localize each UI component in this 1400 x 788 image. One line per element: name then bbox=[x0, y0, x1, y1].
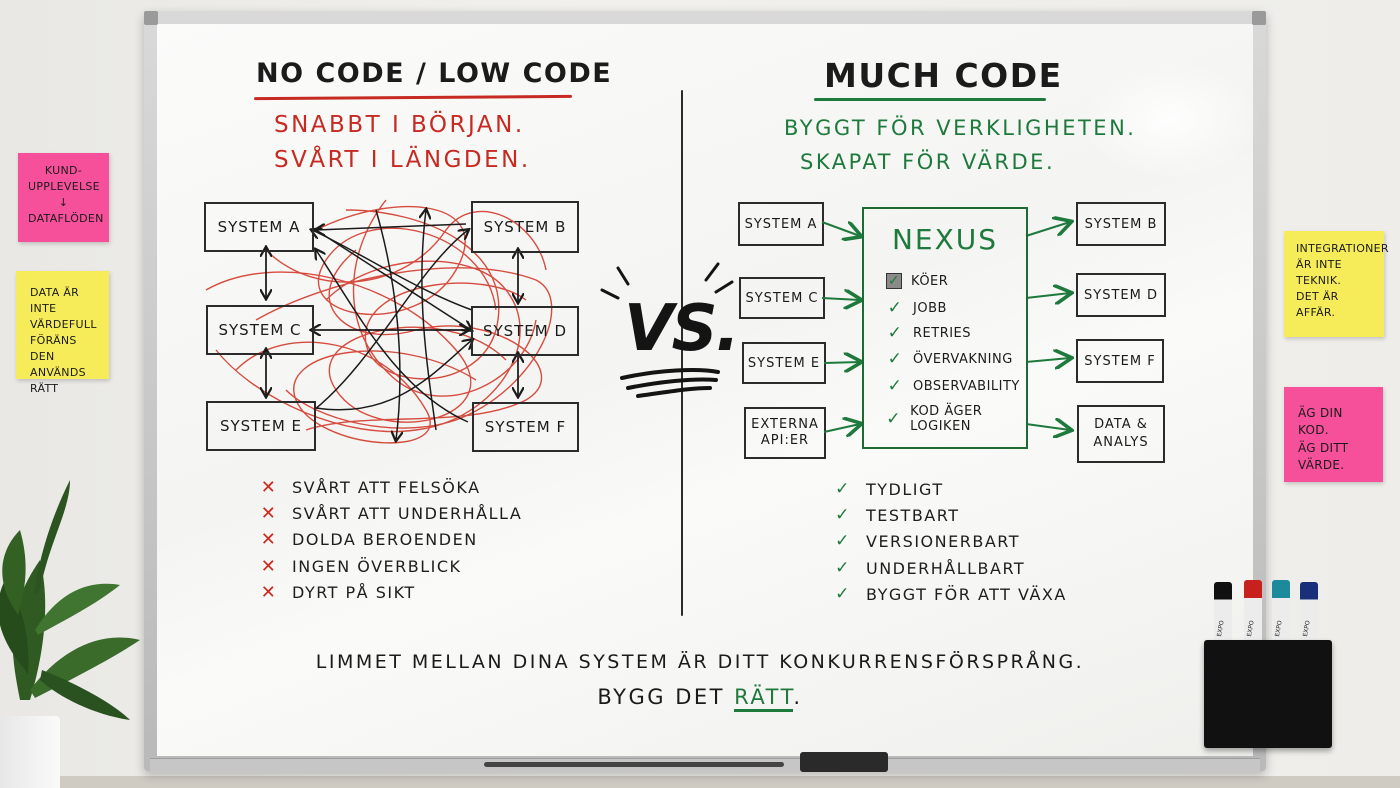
right-input-system-e: SYSTEM E bbox=[742, 342, 826, 384]
nexus-item: ✓KÖER bbox=[886, 273, 949, 289]
nexus-arrows bbox=[821, 200, 1080, 460]
footer-highlight: RÄTT bbox=[734, 685, 794, 712]
right-input-external-apis: EXTERNA API:ER bbox=[744, 407, 826, 459]
left-system-e: SYSTEM E bbox=[206, 401, 316, 451]
footer-line-1: LIMMET MELLAN DINA SYSTEM ÄR DITT KONKUR… bbox=[315, 651, 1085, 673]
right-input-system-a: SYSTEM A bbox=[738, 202, 824, 246]
footer-line-2: BYGG DET RÄTT. bbox=[0, 685, 1400, 712]
check-icon: ✓ bbox=[835, 558, 851, 578]
x-mark-icon: ✕ bbox=[260, 556, 278, 577]
marker-holder bbox=[1204, 640, 1332, 748]
x-mark-icon: ✕ bbox=[260, 477, 278, 498]
left-subtitle-1: SNABBT I BÖRJAN. bbox=[274, 112, 525, 138]
right-output-system-d: SYSTEM D bbox=[1076, 273, 1166, 317]
plant-pot bbox=[0, 716, 60, 788]
right-output-system-f: SYSTEM F bbox=[1076, 339, 1164, 383]
right-subtitle-1: BYGGT FÖR VERKLIGHETEN. bbox=[784, 116, 1137, 140]
right-output-system-b: SYSTEM B bbox=[1076, 202, 1166, 246]
right-output-data-analys: DATA & ANALYS bbox=[1077, 405, 1165, 463]
check-icon: ✓ bbox=[887, 298, 903, 318]
nexus-title: NEXUS bbox=[891, 223, 999, 256]
nexus-item: ✓ÖVERVAKNING bbox=[887, 349, 1013, 369]
vs-text: VS. bbox=[624, 292, 740, 366]
right-title: MUCH CODE bbox=[824, 56, 1063, 95]
frame-corner bbox=[144, 11, 158, 25]
check-icon: ✓ bbox=[887, 376, 903, 396]
left-system-a: SYSTEM A bbox=[204, 202, 314, 252]
frame-corner bbox=[1252, 11, 1266, 25]
nexus-box: NEXUS ✓KÖER ✓JOBB ✓RETRIES ✓ÖVERVAKNING … bbox=[862, 207, 1028, 449]
con-item: ✕DOLDA BEROENDEN bbox=[260, 529, 478, 550]
tray-marker bbox=[484, 762, 784, 767]
floor-edge bbox=[0, 776, 1400, 788]
check-icon: ✓ bbox=[835, 505, 851, 525]
check-icon: ✓ bbox=[835, 479, 851, 499]
check-icon: ✓ bbox=[835, 531, 851, 551]
left-system-b: SYSTEM B bbox=[471, 201, 579, 253]
center-divider bbox=[681, 90, 683, 616]
left-system-c: SYSTEM C bbox=[206, 305, 314, 355]
eraser bbox=[800, 752, 888, 772]
con-item: ✕INGEN ÖVERBLICK bbox=[260, 556, 462, 577]
check-icon: ✓ bbox=[886, 409, 901, 429]
x-mark-icon: ✕ bbox=[260, 582, 278, 603]
check-icon: ✓ bbox=[887, 349, 903, 369]
left-subtitle-2: SVÅRT I LÄNGDEN. bbox=[274, 147, 531, 173]
sticky-note-pink-left: KUND-UPPLEVELSE↓DATAFLÖDEN bbox=[18, 153, 109, 242]
x-mark-icon: ✕ bbox=[260, 503, 278, 524]
tangle-drawing bbox=[205, 199, 553, 460]
left-title: NO CODE / LOW CODE bbox=[256, 58, 613, 89]
nexus-item: ✓RETRIES bbox=[887, 323, 972, 343]
pro-item: ✓TYDLIGT bbox=[835, 479, 944, 499]
plant bbox=[0, 480, 140, 720]
check-icon: ✓ bbox=[835, 584, 851, 604]
right-input-system-c: SYSTEM C bbox=[739, 277, 825, 319]
check-icon: ✓ bbox=[887, 323, 903, 343]
pro-item: ✓TESTBART bbox=[835, 505, 960, 525]
nexus-item: ✓JOBB bbox=[887, 298, 947, 318]
left-system-f: SYSTEM F bbox=[472, 402, 579, 452]
pro-item: ✓UNDERHÅLLBART bbox=[835, 558, 1026, 578]
x-mark-icon: ✕ bbox=[260, 529, 278, 550]
pro-item: ✓VERSIONERBART bbox=[835, 531, 1020, 551]
left-system-d: SYSTEM D bbox=[471, 306, 579, 356]
checkbox-checked-icon: ✓ bbox=[886, 273, 902, 289]
con-item: ✕SVÅRT ATT FELSÖKA bbox=[260, 477, 481, 498]
con-item: ✕SVÅRT ATT UNDERHÅLLA bbox=[260, 503, 523, 524]
vs-burst-lines bbox=[600, 262, 734, 398]
pro-item: ✓BYGGT FÖR ATT VÄXA bbox=[835, 584, 1067, 604]
light-glare bbox=[1080, 60, 1260, 180]
right-title-underline bbox=[814, 98, 1046, 101]
right-subtitle-2: SKAPAT FÖR VÄRDE. bbox=[800, 150, 1056, 174]
con-item: ✕DYRT PÅ SIKT bbox=[260, 582, 416, 603]
nexus-item: ✓KOD ÄGER LOGIKEN bbox=[886, 404, 983, 434]
nexus-item: ✓OBSERVABILITY bbox=[887, 376, 1020, 396]
